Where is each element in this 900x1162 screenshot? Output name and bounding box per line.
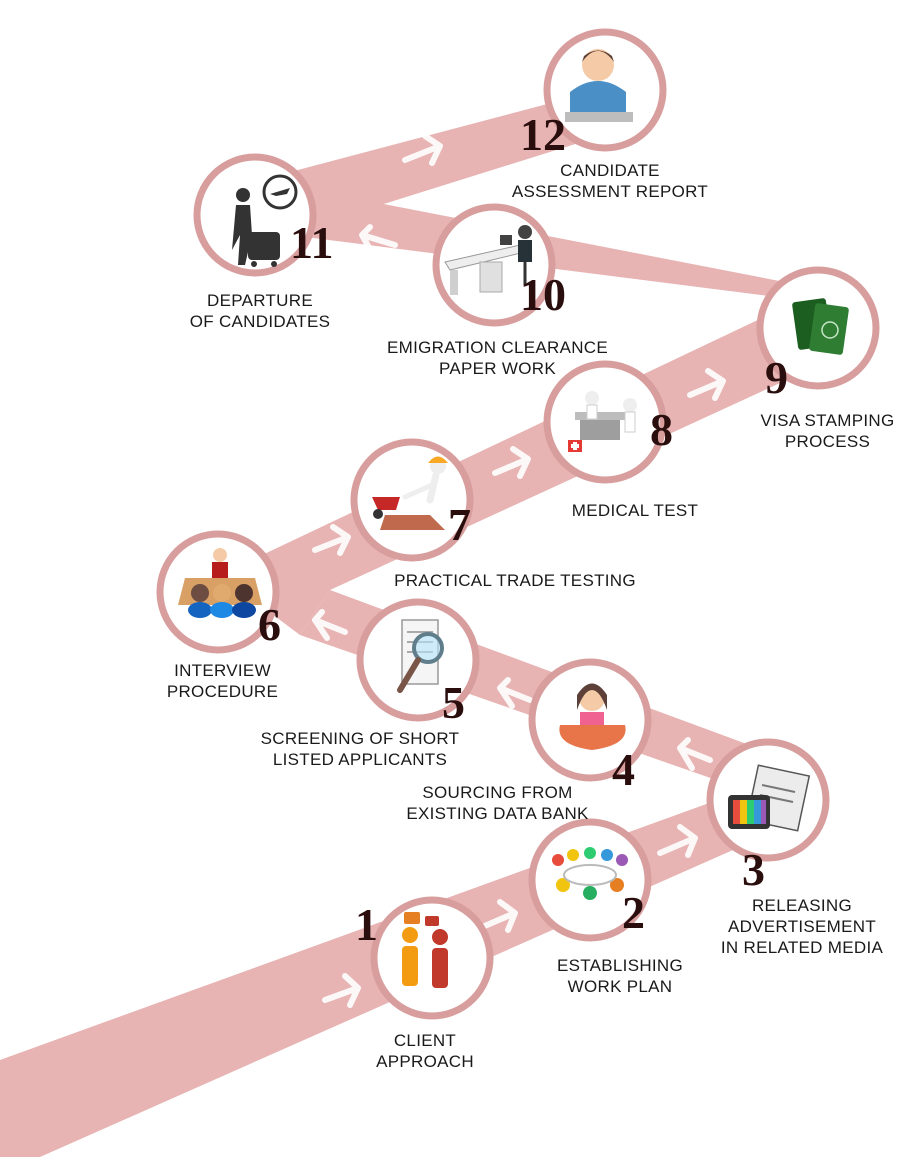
- client-people-icon: [402, 912, 448, 988]
- step-number: 3: [742, 844, 765, 895]
- step-3: 3: [706, 738, 830, 895]
- arrow-icon: [312, 609, 348, 641]
- step-circle: [193, 153, 317, 277]
- step-1: 1: [355, 896, 494, 1020]
- step-7: 7: [350, 438, 474, 562]
- tv-newspaper-icon: [728, 764, 811, 832]
- label-line: CANDIDATE: [560, 161, 660, 180]
- step-number: 4: [612, 744, 635, 795]
- office-desk-icon: [444, 225, 532, 295]
- step-10-label: EMIGRATION CLEARANCE PAPER WORK: [375, 337, 620, 379]
- label-line: OF CANDIDATES: [189, 312, 331, 331]
- arrow-icon: [312, 524, 351, 556]
- step-5: 5: [356, 598, 480, 728]
- person-at-desk-icon: [565, 49, 633, 122]
- magnifier-document-icon: [397, 619, 444, 693]
- label-line: SOURCING FROM: [422, 783, 573, 802]
- step-number: 2: [622, 887, 645, 938]
- label-line: ADVERTISEMENT: [727, 917, 877, 936]
- road-segment-4: [250, 180, 860, 360]
- step-4: 4: [528, 658, 652, 795]
- step-7-label: PRACTICAL TRADE TESTING: [385, 570, 645, 591]
- step-8-label: MEDICAL TEST: [565, 500, 705, 521]
- receptionist-icon: [559, 683, 626, 750]
- label-line: LISTED APPLICANTS: [272, 750, 448, 769]
- label-line: PROCESS: [784, 432, 871, 451]
- arrow-icon: [497, 677, 533, 709]
- label-line: ESTABLISHING: [556, 956, 684, 975]
- label-line: DEPARTURE: [207, 291, 313, 310]
- step-11: 11: [193, 153, 333, 277]
- arrow-icon: [402, 133, 443, 166]
- step-number: 9: [765, 352, 788, 403]
- step-5-label: SCREENING OF SHORT LISTED APPLICANTS: [250, 728, 470, 770]
- step-number: 7: [448, 499, 471, 550]
- arrow-icon: [359, 224, 398, 256]
- step-number: 12: [520, 109, 566, 160]
- traveler-airplane-icon: [232, 174, 298, 267]
- step-number: 5: [442, 677, 465, 728]
- construction-worker-icon: [372, 456, 448, 530]
- label-line: WORK PLAN: [567, 977, 673, 996]
- step-9-label: VISA STAMPING PROCESS: [755, 410, 900, 452]
- arrow-icon: [492, 446, 531, 479]
- label-line: PAPER WORK: [439, 359, 556, 378]
- label-line: EMIGRATION CLEARANCE: [386, 338, 609, 357]
- interview-panel-icon: [178, 548, 262, 618]
- label-line: VISA STAMPING: [760, 411, 895, 430]
- doctor-office-icon: [568, 391, 637, 452]
- label-line: PRACTICAL TRADE TESTING: [394, 571, 636, 590]
- arrow-icon: [677, 737, 713, 771]
- step-number: 6: [258, 599, 281, 650]
- label-line: MEDICAL TEST: [571, 501, 699, 520]
- label-line: INTERVIEW: [174, 661, 271, 680]
- passport-icon: [792, 298, 849, 355]
- step-number: 10: [520, 269, 566, 320]
- label-line: APPROACH: [376, 1052, 474, 1071]
- arrow-icon: [657, 824, 698, 858]
- step-10: 10: [432, 203, 566, 327]
- step-8: 8: [543, 360, 673, 484]
- step-6-label: INTERVIEW PROCEDURE: [155, 660, 290, 702]
- step-2-label: ESTABLISHING WORK PLAN: [545, 955, 695, 997]
- step-number: 8: [650, 404, 673, 455]
- step-3-label: RELEASING ADVERTISEMENT IN RELATED MEDIA: [712, 895, 892, 958]
- arrow-icon: [687, 368, 726, 401]
- label-line: ASSESSMENT REPORT: [511, 182, 709, 201]
- step-4-label: SOURCING FROM EXISTING DATA BANK: [395, 782, 600, 824]
- direction-arrows: [312, 133, 726, 1008]
- label-line: IN RELATED MEDIA: [720, 938, 884, 957]
- label-line: SCREENING OF SHORT: [260, 729, 460, 748]
- label-line: CLIENT: [393, 1031, 457, 1050]
- team-meeting-icon: [552, 847, 628, 900]
- step-number: 11: [290, 217, 333, 268]
- label-line: RELEASING: [751, 896, 852, 915]
- step-9: 9: [756, 266, 880, 403]
- step-11-label: DEPARTURE OF CANDIDATES: [180, 290, 340, 332]
- step-number: 1: [355, 899, 378, 950]
- step-12-label: CANDIDATE ASSESSMENT REPORT: [500, 160, 720, 202]
- arrow-icon: [322, 973, 361, 1008]
- step-6: 6: [156, 530, 281, 654]
- label-line: EXISTING DATA BANK: [406, 804, 589, 823]
- label-line: PROCEDURE: [166, 682, 279, 701]
- arrow-icon: [625, 279, 663, 311]
- step-2: 2: [528, 818, 652, 942]
- step-1-label: CLIENT APPROACH: [360, 1030, 490, 1072]
- step-12: 12: [520, 28, 667, 160]
- arrow-icon: [477, 899, 518, 933]
